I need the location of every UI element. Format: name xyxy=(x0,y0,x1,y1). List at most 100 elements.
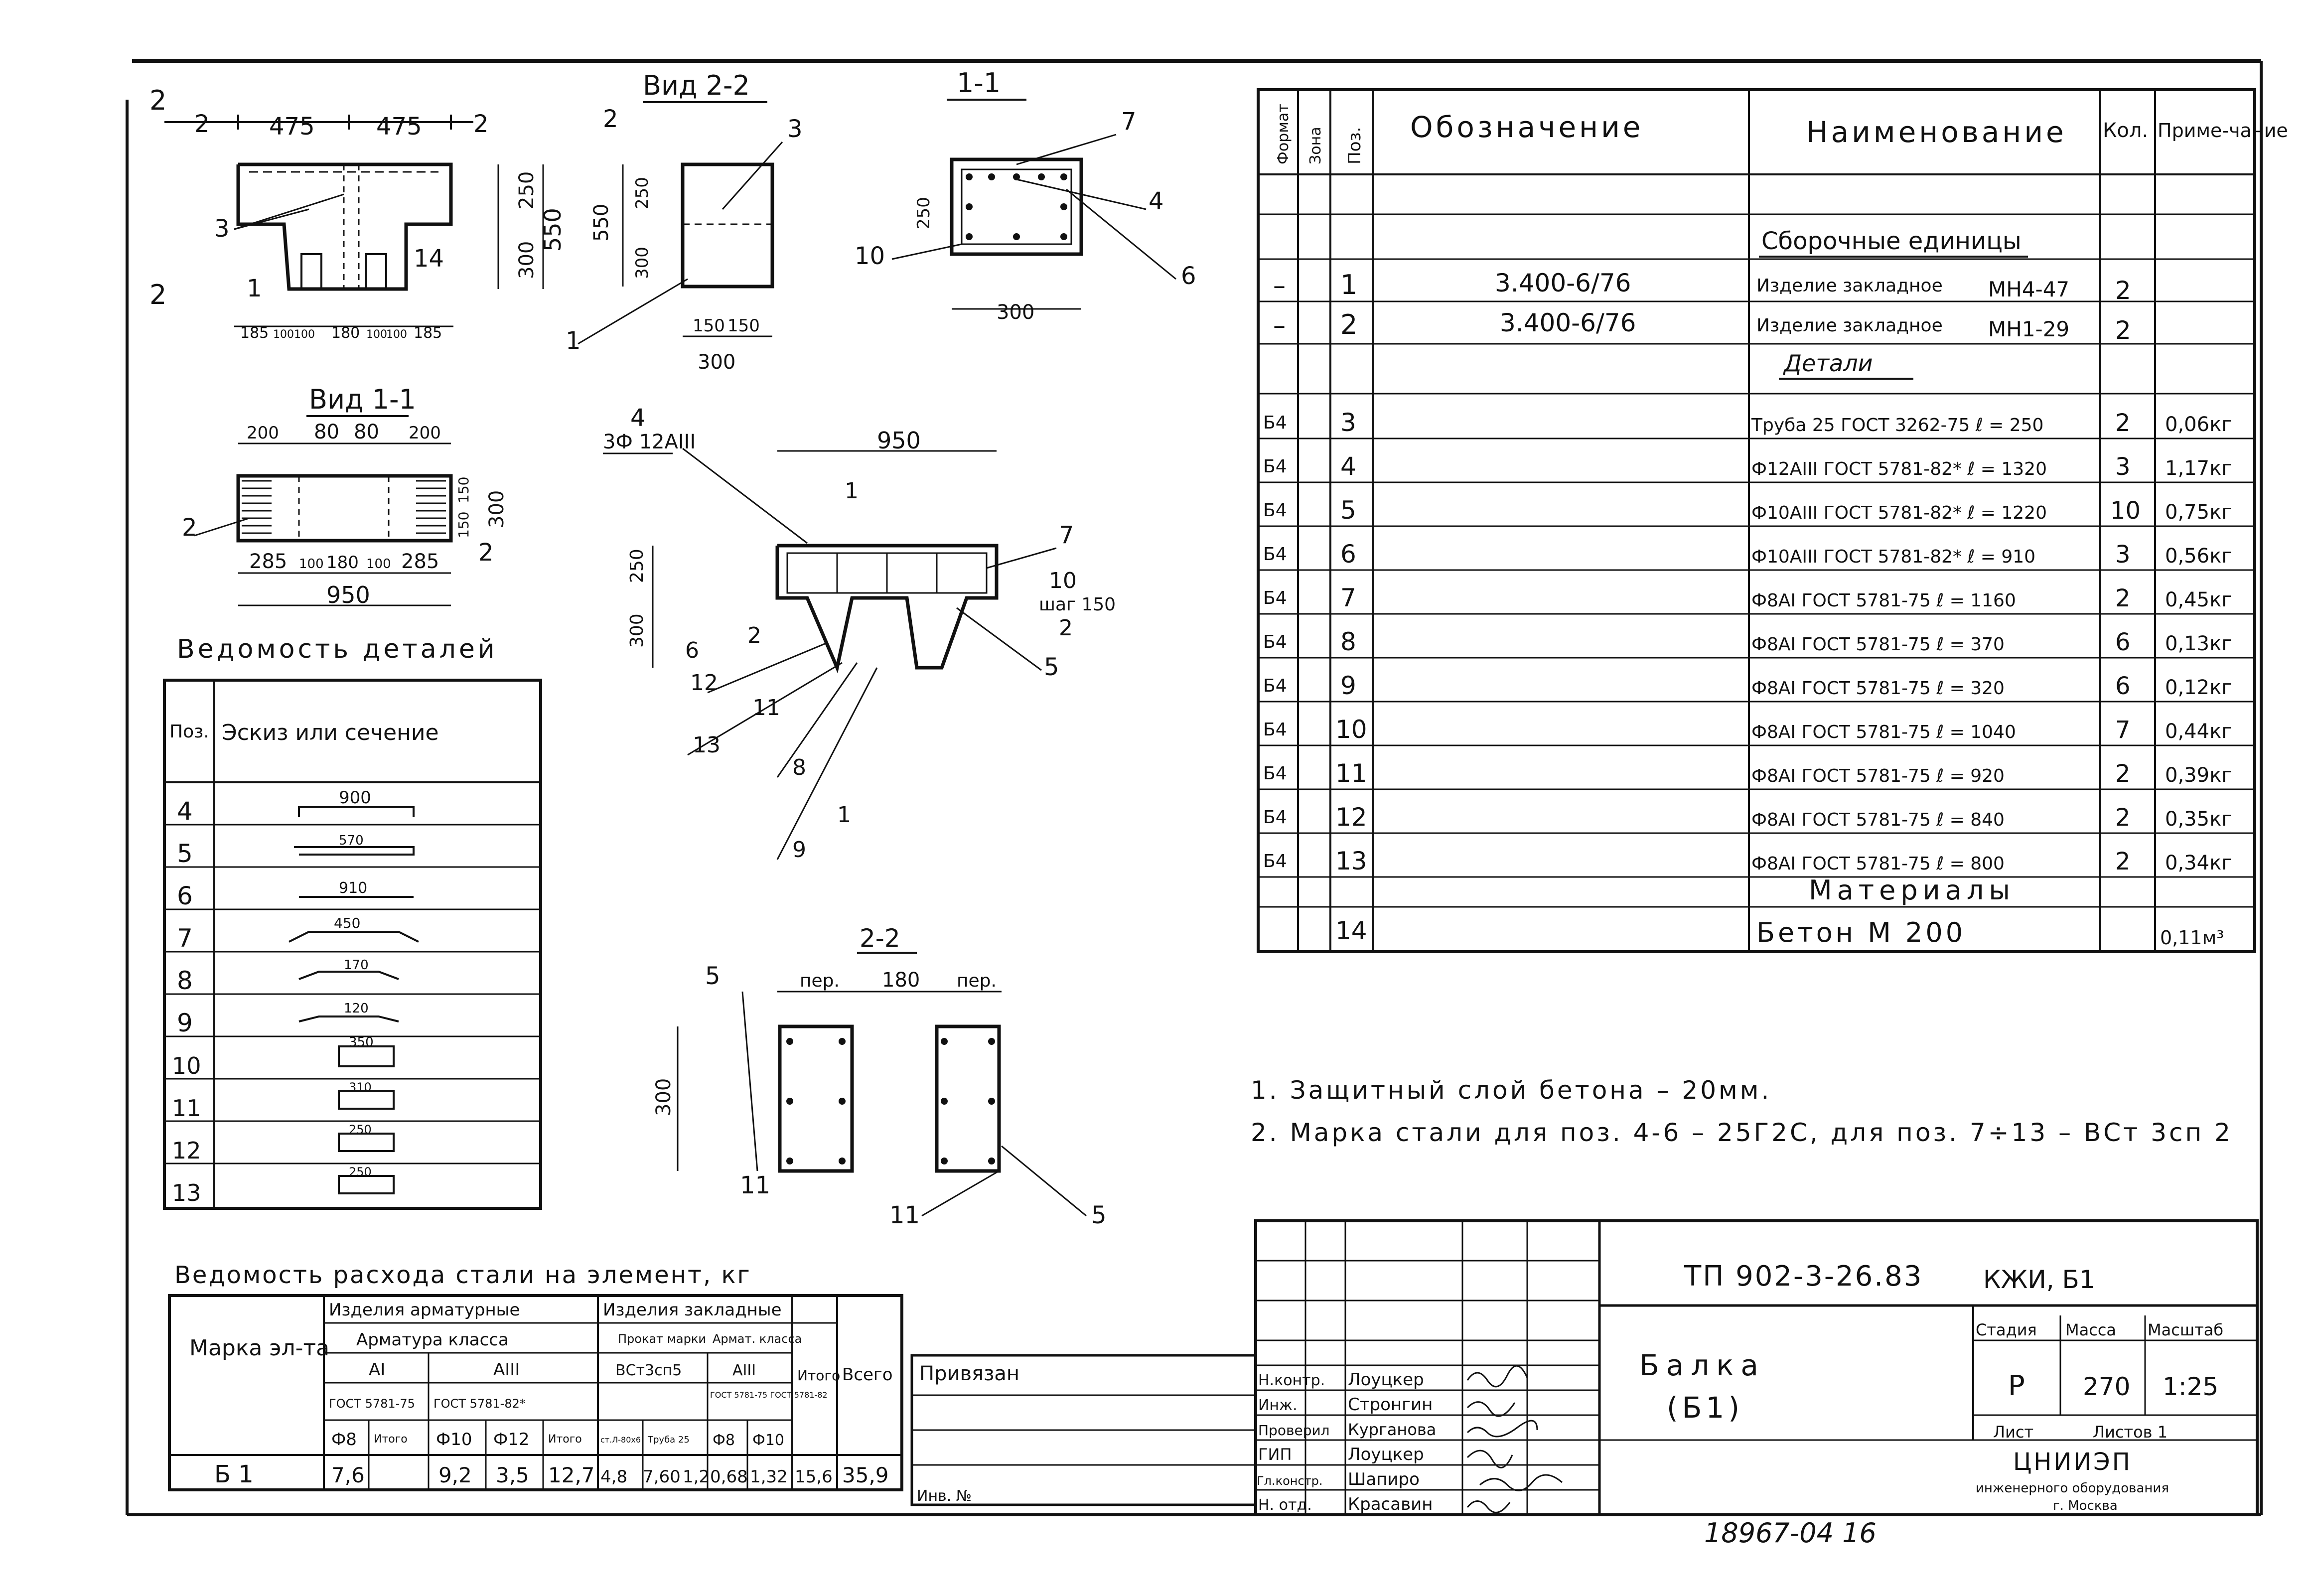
view-1-1: Вид 1-1 200 80 80 200 285 100 180 100 28… xyxy=(182,384,508,608)
detail-pos: 5 xyxy=(177,839,193,868)
detail-dim: 170 xyxy=(344,958,369,973)
section-2-2-bottom: 2-2 пер. 180 пер. 300 5 11 11 5 xyxy=(652,924,1107,1229)
col-f12: Ф12 xyxy=(493,1430,530,1450)
dim-250: 250 xyxy=(515,171,538,209)
cell: Б4 xyxy=(1263,807,1287,828)
cell: 6 xyxy=(2115,672,2131,700)
callout-2: 2 xyxy=(478,539,494,567)
dim-550: 550 xyxy=(590,204,613,242)
callout-5: 5 xyxy=(1044,653,1059,681)
cell: Ф12АIII ГОСТ 5781-82* ℓ = 1320 xyxy=(1751,459,2047,479)
dim: 285 xyxy=(401,550,439,573)
detail-pos: 9 xyxy=(177,1009,193,1037)
callout-11: 11 xyxy=(740,1171,770,1199)
org-city: г. Москва xyxy=(2053,1498,2118,1513)
hdr-zone: Зона xyxy=(1307,127,1324,164)
element-name: Балка xyxy=(1639,1348,1765,1382)
dim-300: 300 xyxy=(632,247,652,279)
callout-6: 6 xyxy=(685,638,699,663)
org-dept: инженерного оборудования xyxy=(1976,1481,2169,1496)
dim: 150 xyxy=(455,477,472,503)
dim: 180 xyxy=(882,969,920,992)
staff-role: ГИП xyxy=(1258,1445,1292,1464)
callout-10: 10 xyxy=(1049,568,1077,593)
cell: 12,7 xyxy=(548,1463,595,1487)
cell: Ф8АI ГОСТ 5781-75 ℓ = 1040 xyxy=(1751,722,2016,742)
hdr-qty: Кол. xyxy=(2103,119,2148,142)
beam-cross-section: 475 475 250 300 550 185 100 100 180 100 … xyxy=(149,85,566,342)
callout-1: 1 xyxy=(566,327,581,355)
callout-1: 1 xyxy=(247,275,262,302)
detail-dim: 120 xyxy=(344,1001,369,1016)
cell: Изделие закладное xyxy=(1756,315,1943,336)
cell: МН4-47 xyxy=(1988,277,2069,301)
dim: 300 xyxy=(627,613,647,648)
section-2-2-title: 2-2 xyxy=(860,924,900,953)
cell: Б4 xyxy=(1263,851,1287,871)
cell: 0,56кг xyxy=(2165,545,2232,568)
inv-label: Инв. № xyxy=(917,1487,972,1505)
cell: 35,9 xyxy=(842,1463,889,1487)
hdr-sheet: Лист xyxy=(1993,1423,2033,1442)
callout-11: 11 xyxy=(889,1201,920,1229)
callout-13: 13 xyxy=(693,732,721,758)
callout-2: 2 xyxy=(182,514,197,542)
col-f10: Ф10 xyxy=(436,1430,472,1450)
callout-14: 14 xyxy=(414,245,444,273)
cell: 0,06кг xyxy=(2165,413,2232,436)
rebar-label: 3Ф 12АIII xyxy=(603,431,696,453)
col-sheet: ст.Л-80х6 xyxy=(600,1435,641,1445)
cell: 12 xyxy=(1335,803,1367,832)
detail-pos: 4 xyxy=(177,797,193,826)
title-block: ТП 902-3-26.83 КЖИ, Б1 Балка (Б1) Стадия… xyxy=(1254,1219,2259,1516)
hdr-embedded: Изделия закладные xyxy=(603,1300,782,1320)
cell: 7 xyxy=(2115,716,2131,744)
cell: Б4 xyxy=(1263,544,1287,565)
callout-4: 4 xyxy=(630,404,646,432)
notes: 1. Защитный слой бетона – 20мм. 2. Марка… xyxy=(1251,1076,2230,1147)
callout-3: 3 xyxy=(214,215,230,243)
detail-pos: 8 xyxy=(177,966,193,995)
signatures xyxy=(1466,1365,1563,1513)
cell: 4,8 xyxy=(600,1467,627,1487)
dim: 100 xyxy=(366,557,391,572)
cell: 1,32 xyxy=(750,1467,788,1487)
col-all: Всего xyxy=(842,1365,893,1385)
staff-role: Н.контр. xyxy=(1258,1372,1325,1389)
steel-title: Ведомость расхода стали на элемент, кг xyxy=(174,1261,751,1289)
sheet-code: КЖИ, Б1 xyxy=(1983,1265,2095,1294)
cell: 0,75кг xyxy=(2165,501,2232,524)
cell: 2 xyxy=(1340,309,1357,340)
cell: 1,2 xyxy=(683,1467,710,1487)
cell: 2 xyxy=(2115,804,2131,832)
dim: 200 xyxy=(409,423,441,443)
callout-5: 5 xyxy=(1091,1201,1107,1229)
callout-3: 3 xyxy=(787,115,803,143)
cell: Ф8АI ГОСТ 5781-75 ℓ = 800 xyxy=(1751,854,2005,874)
cell: 10 xyxy=(2110,497,2141,525)
detail-dim: 450 xyxy=(334,915,360,931)
col-total1: Итого xyxy=(374,1433,408,1446)
cell: 1 xyxy=(1340,269,1357,300)
cell: 13 xyxy=(1335,847,1367,875)
cell: Бетон М 200 xyxy=(1756,917,1966,948)
cell: 0,35кг xyxy=(2165,808,2232,831)
callout-2: 2 xyxy=(473,110,489,138)
detail-dim: 570 xyxy=(339,833,364,848)
assembly-row: – 2 3.400-6/76 Изделие закладное МН1-29 … xyxy=(1273,308,2131,345)
cell: МН1-29 xyxy=(1988,317,2069,341)
cell: 3 xyxy=(2115,453,2131,481)
mass: 270 xyxy=(2083,1372,2130,1401)
cell: 8 xyxy=(1340,627,1356,656)
cell: Ф8АI ГОСТ 5781-75 ℓ = 1160 xyxy=(1751,590,2016,611)
detail-rows: Б4 3 Труба 25 ГОСТ 3262-75 ℓ = 250 2 0,0… xyxy=(1258,408,2255,878)
cell: 9 xyxy=(1340,671,1356,700)
dim: 200 xyxy=(247,423,279,443)
section-mark-2-bottom: 2 xyxy=(149,279,166,310)
cell: 1,17кг xyxy=(2165,457,2232,480)
staff-name: Стронгин xyxy=(1348,1395,1433,1415)
cell: Б4 xyxy=(1263,456,1287,477)
callout-1: 1 xyxy=(837,802,851,828)
element-mark: (Б1) xyxy=(1667,1391,1743,1425)
staff-name: Лоуцкер xyxy=(1348,1445,1424,1464)
